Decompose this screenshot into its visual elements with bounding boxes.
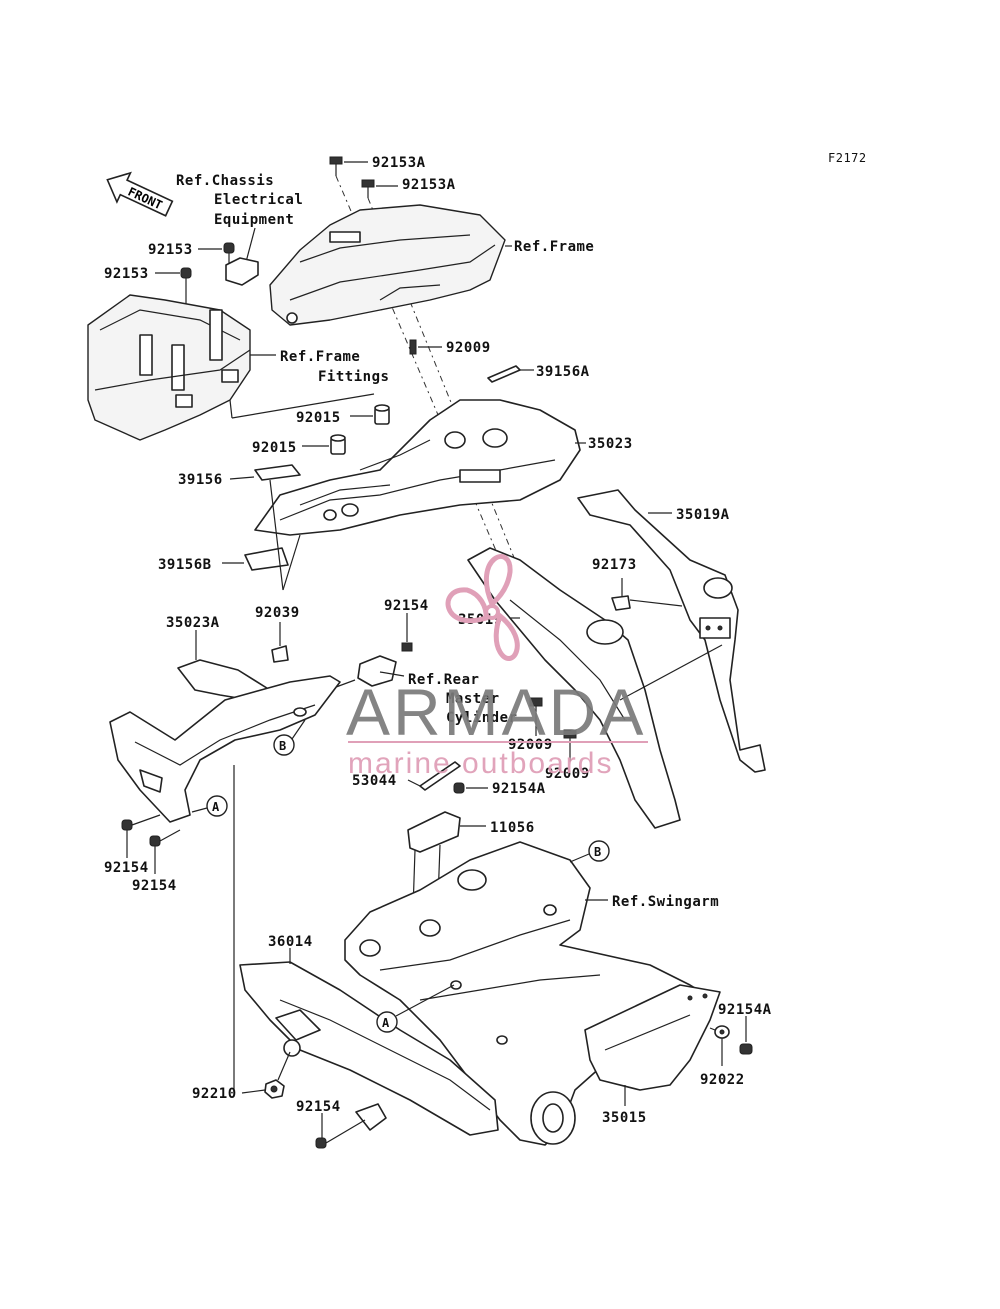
bracket-11056 bbox=[407, 811, 461, 853]
mudguard-35015 bbox=[584, 984, 721, 1091]
watermark-brand: ARMADA bbox=[346, 675, 646, 749]
swingarm-ref-drawing bbox=[344, 841, 716, 1146]
callout-b-1 bbox=[273, 734, 295, 756]
part-92153A-second: 92153A bbox=[402, 177, 456, 193]
part-92210: 92210 bbox=[192, 1086, 237, 1102]
side-cover bbox=[109, 675, 341, 823]
ref-frame-fittings-line1: Ref.Frame bbox=[280, 349, 360, 365]
washer-92022-icon bbox=[714, 1025, 730, 1039]
part-39156B: 39156B bbox=[158, 557, 212, 573]
part-92154A-right: 92154A bbox=[718, 1002, 772, 1018]
ref-chassis-label-line1: Ref.Chassis bbox=[176, 173, 274, 189]
callout-a-2 bbox=[376, 1011, 398, 1033]
ref-chassis-label-line3: Equipment bbox=[214, 212, 294, 228]
part-35019A: 35019A bbox=[676, 507, 730, 523]
part-35023: 35023 bbox=[588, 436, 633, 452]
pad-39156B bbox=[244, 547, 289, 571]
ref-rear-master-cylinder-line2: Master bbox=[446, 691, 500, 707]
part-92154-left-b: 92154 bbox=[132, 878, 177, 894]
ref-chassis-label-line2: Electrical bbox=[214, 192, 303, 208]
part-92039: 92039 bbox=[255, 605, 300, 621]
trim-39156A bbox=[487, 365, 521, 383]
part-92015-b: 92015 bbox=[252, 440, 297, 456]
nut-92210-icon bbox=[264, 1079, 285, 1099]
propeller-logo-icon bbox=[445, 554, 520, 661]
part-92173: 92173 bbox=[592, 557, 637, 573]
ref-frame-fittings-line2: Fittings bbox=[318, 369, 389, 385]
mount-tab bbox=[355, 1103, 387, 1131]
callout-a-1-label: A bbox=[212, 800, 220, 814]
chassis-bracket bbox=[225, 257, 259, 286]
armada-watermark: ARMADA marine outboards bbox=[346, 554, 648, 780]
figure-code: F2172 bbox=[828, 151, 867, 165]
rod-53044 bbox=[419, 761, 461, 791]
frame-fittings-ref-drawing bbox=[87, 294, 251, 441]
part-92153-a: 92153 bbox=[148, 242, 193, 258]
callout-b-2 bbox=[588, 840, 610, 862]
part-11056: 11056 bbox=[490, 820, 535, 836]
ref-frame-label: Ref.Frame bbox=[514, 239, 594, 255]
ref-rear-master-cylinder-line1: Ref.Rear bbox=[408, 672, 479, 688]
part-92153-b: 92153 bbox=[104, 266, 149, 282]
callout-a-1 bbox=[206, 795, 228, 817]
bolt-92154-mid-icon bbox=[401, 642, 413, 652]
part-92154-mid: 92154 bbox=[384, 598, 429, 614]
part-35015: 35015 bbox=[602, 1110, 647, 1126]
callout-b-1-label: B bbox=[279, 739, 287, 753]
part-53044: 53044 bbox=[352, 773, 397, 789]
part-39156: 39156 bbox=[178, 472, 223, 488]
callout-b-2-label: B bbox=[594, 845, 602, 859]
collar-92015-icon bbox=[330, 404, 390, 455]
part-92015-a: 92015 bbox=[296, 410, 341, 426]
clip-92173 bbox=[611, 595, 631, 611]
ref-rear-master-cylinder-line3: Cylinder bbox=[446, 710, 517, 726]
part-39156A: 39156A bbox=[536, 364, 590, 380]
part-92009-top: 92009 bbox=[446, 340, 491, 356]
part-92154A-mid: 92154A bbox=[492, 781, 546, 797]
bracket-35019A bbox=[577, 489, 766, 773]
seat-cowl-35023 bbox=[254, 399, 581, 536]
bolt-92154-bottom-icon bbox=[315, 1137, 327, 1149]
watermark-tagline: marine outboards bbox=[348, 747, 613, 780]
part-92022: 92022 bbox=[700, 1072, 745, 1088]
ref-swingarm-label: Ref.Swingarm bbox=[612, 894, 719, 910]
pad-39156 bbox=[254, 464, 301, 481]
frame-ref-drawing bbox=[269, 204, 506, 326]
part-92153A-top: 92153A bbox=[372, 155, 426, 171]
master-cylinder-bracket bbox=[357, 655, 397, 687]
callout-a-2-label: A bbox=[382, 1016, 390, 1030]
front-arrow-icon: FRONT bbox=[106, 171, 174, 217]
part-92009-low: 92009 bbox=[545, 766, 590, 782]
part-36014: 36014 bbox=[268, 934, 313, 950]
bolt-92154A-right-icon bbox=[739, 1043, 753, 1055]
part-92154-bottom: 92154 bbox=[296, 1099, 341, 1115]
rear-fender-35019 bbox=[467, 547, 681, 829]
chain-guard-36014 bbox=[239, 961, 499, 1136]
bolt-92153A-icon bbox=[329, 156, 375, 198]
part-92154-left-a: 92154 bbox=[104, 860, 149, 876]
bolt-92154A-mid-icon bbox=[453, 782, 465, 794]
bolt-92009-top-icon bbox=[409, 339, 417, 355]
bolt-92154-left-icon bbox=[121, 819, 161, 847]
part-35023A: 35023A bbox=[166, 615, 220, 631]
clip-92039 bbox=[271, 645, 289, 663]
